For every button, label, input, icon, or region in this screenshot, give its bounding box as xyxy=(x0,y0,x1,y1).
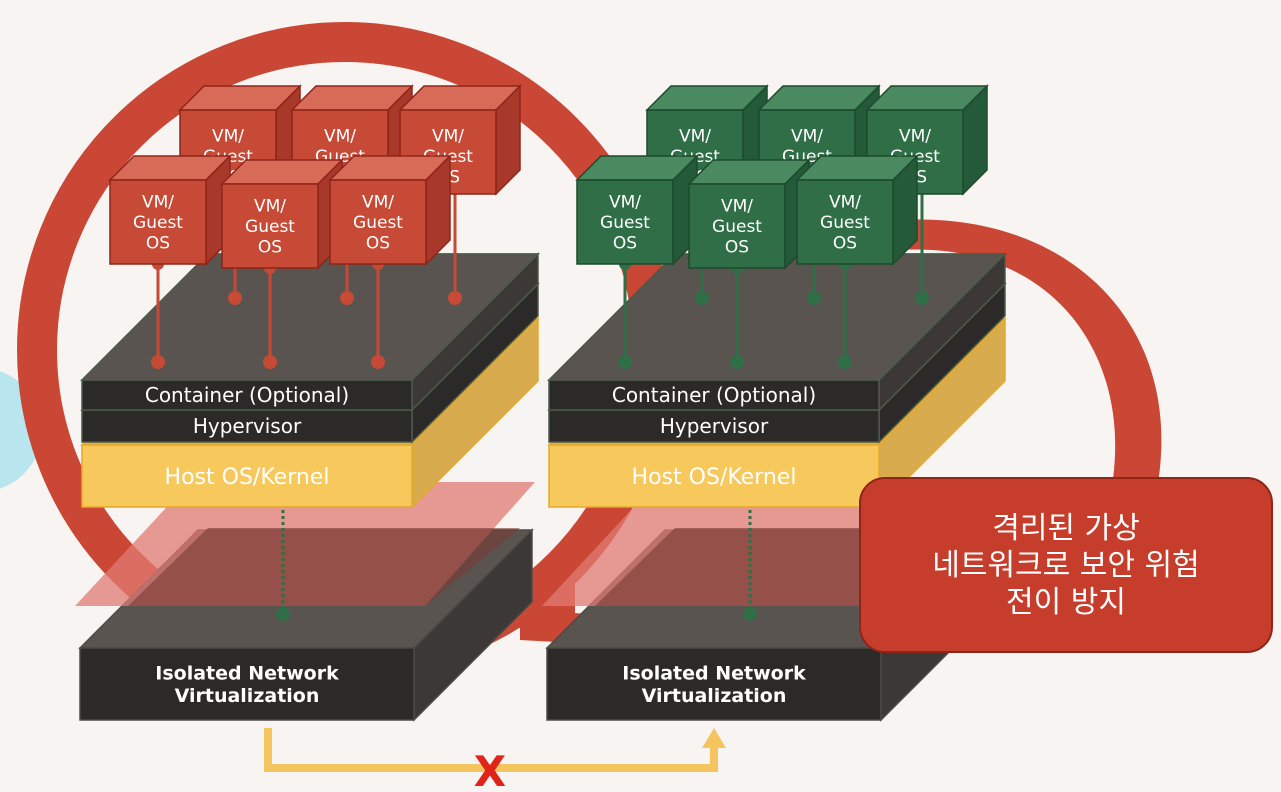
isolation-plane-inner xyxy=(128,528,520,606)
connector-node xyxy=(276,607,290,621)
vm-pin-node xyxy=(730,355,744,369)
vm-pin-node xyxy=(371,355,385,369)
container-label: Container (Optional) xyxy=(145,383,349,407)
callout-box: 격리된 가상 네트워크로 보안 위험 전이 방지 xyxy=(859,477,1273,653)
vm-pin-node xyxy=(263,355,277,369)
vm-pin-node xyxy=(807,291,821,305)
connector-node xyxy=(743,607,757,621)
hypervisor-label: Hypervisor xyxy=(193,414,302,438)
blocked-marker: X xyxy=(474,747,506,788)
blocked-connection-arrow xyxy=(264,728,726,772)
vm-pin-node xyxy=(448,291,462,305)
hostos-label: Host OS/Kernel xyxy=(632,465,797,490)
callout-text: 격리된 가상 네트워크로 보안 위험 전이 방지 xyxy=(932,510,1200,620)
vm-cube-front xyxy=(575,154,699,266)
hypervisor-label: Hypervisor xyxy=(660,414,769,438)
hostos-label: Host OS/Kernel xyxy=(165,465,330,490)
stack-top xyxy=(547,253,1007,381)
vm-cube-front xyxy=(795,154,919,266)
vm-pin-node xyxy=(228,291,242,305)
container-label: Container (Optional) xyxy=(612,383,816,407)
vm-cube-front xyxy=(328,154,452,266)
vm-cube-back xyxy=(865,84,989,196)
stack-top xyxy=(80,253,540,381)
vm-pin-node xyxy=(915,291,929,305)
vm-pin-node xyxy=(695,291,709,305)
vm-pin-node xyxy=(340,291,354,305)
vm-pin-node xyxy=(618,355,632,369)
vm-pin-node xyxy=(151,355,165,369)
vm-pin-node xyxy=(838,355,852,369)
